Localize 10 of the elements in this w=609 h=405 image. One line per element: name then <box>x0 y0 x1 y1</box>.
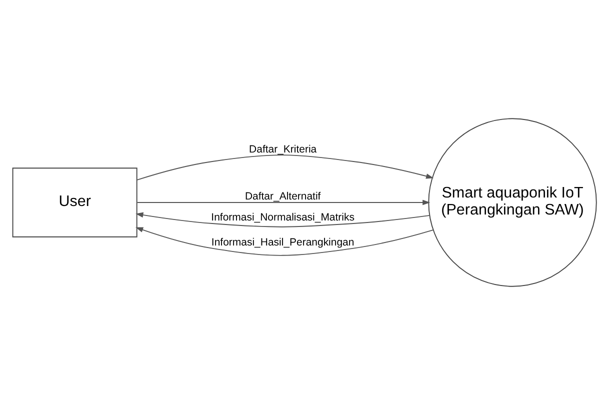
edge-label: Daftar_Kriteria <box>249 144 317 156</box>
edge-label: Informasi_Normalisasi_Matriks <box>211 212 355 224</box>
arrow <box>136 212 430 228</box>
arrow <box>136 200 430 206</box>
edge-label: Daftar_Alternatif <box>244 191 321 202</box>
edge-label: Informasi_Hasil_Perangkingan <box>211 237 354 248</box>
arrow <box>136 154 434 180</box>
node-circle: Smart aquaponik IoT (Perangkingan SAW) <box>428 118 597 287</box>
node-box: User <box>12 168 138 238</box>
arrow <box>135 227 434 256</box>
